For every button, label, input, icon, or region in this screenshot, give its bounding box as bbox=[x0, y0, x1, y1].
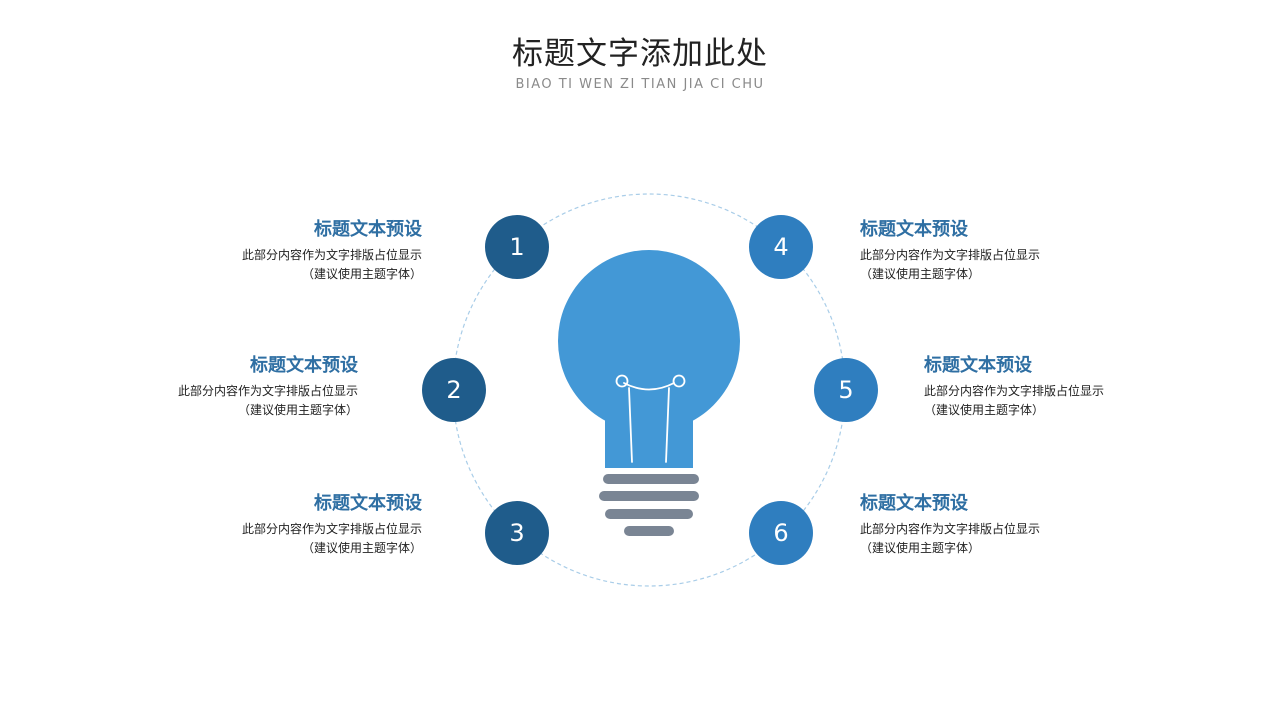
page-subtitle: BIAO TI WEN ZI TIAN JIA CI CHU bbox=[515, 77, 765, 92]
item-description: 此部分内容作为文字排版占位显示 （建议使用主题字体） bbox=[860, 520, 1140, 558]
item-desc-line-1: 此部分内容作为文字排版占位显示 bbox=[241, 522, 422, 536]
item-desc-line-2: （建议使用主题字体） bbox=[860, 541, 981, 555]
item-4: 标题文本预设 此部分内容作为文字排版占位显示 （建议使用主题字体） bbox=[860, 218, 1140, 284]
item-desc-line-2: （建议使用主题字体） bbox=[237, 403, 358, 417]
item-description: 此部分内容作为文字排版占位显示 （建议使用主题字体） bbox=[924, 382, 1204, 420]
number-4: 4 bbox=[773, 233, 788, 261]
page-title: 标题文字添加此处 bbox=[512, 36, 768, 72]
item-desc-line-2: （建议使用主题字体） bbox=[924, 403, 1045, 417]
number-6: 6 bbox=[773, 519, 788, 547]
item-desc-line-1: 此部分内容作为文字排版占位显示 bbox=[177, 384, 358, 398]
number-badge-1: 1 bbox=[485, 215, 549, 279]
item-desc-line-1: 此部分内容作为文字排版占位显示 bbox=[241, 248, 422, 262]
item-desc-line-1: 此部分内容作为文字排版占位显示 bbox=[860, 248, 1041, 262]
item-desc-line-2: （建议使用主题字体） bbox=[301, 267, 422, 281]
number-badge-4: 4 bbox=[749, 215, 813, 279]
item-title: 标题文本预设 bbox=[924, 355, 1032, 376]
item-description: 此部分内容作为文字排版占位显示 （建议使用主题字体） bbox=[142, 520, 422, 558]
item-3: 标题文本预设 此部分内容作为文字排版占位显示 （建议使用主题字体） bbox=[142, 492, 422, 558]
item-description: 此部分内容作为文字排版占位显示 （建议使用主题字体） bbox=[78, 382, 358, 420]
item-5: 标题文本预设 此部分内容作为文字排版占位显示 （建议使用主题字体） bbox=[924, 354, 1204, 420]
item-title: 标题文本预设 bbox=[250, 355, 358, 376]
number-badge-2: 2 bbox=[422, 358, 486, 422]
item-description: 此部分内容作为文字排版占位显示 （建议使用主题字体） bbox=[142, 246, 422, 284]
number-badge-5: 5 bbox=[814, 358, 878, 422]
item-desc-line-2: （建议使用主题字体） bbox=[860, 267, 981, 281]
item-title: 标题文本预设 bbox=[860, 493, 968, 514]
item-description: 此部分内容作为文字排版占位显示 （建议使用主题字体） bbox=[860, 246, 1140, 284]
light-bulb-icon bbox=[558, 250, 740, 536]
item-6: 标题文本预设 此部分内容作为文字排版占位显示 （建议使用主题字体） bbox=[860, 492, 1140, 558]
number-badge-3: 3 bbox=[485, 501, 549, 565]
item-desc-line-1: 此部分内容作为文字排版占位显示 bbox=[860, 522, 1041, 536]
item-desc-line-1: 此部分内容作为文字排版占位显示 bbox=[924, 384, 1105, 398]
item-desc-line-2: （建议使用主题字体） bbox=[301, 541, 422, 555]
item-title: 标题文本预设 bbox=[314, 493, 422, 514]
number-badge-6: 6 bbox=[749, 501, 813, 565]
item-title: 标题文本预设 bbox=[860, 219, 968, 240]
number-2: 2 bbox=[446, 376, 461, 404]
number-5: 5 bbox=[838, 376, 853, 404]
item-title: 标题文本预设 bbox=[314, 219, 422, 240]
number-3: 3 bbox=[509, 519, 524, 547]
number-1: 1 bbox=[509, 233, 524, 261]
item-1: 标题文本预设 此部分内容作为文字排版占位显示 （建议使用主题字体） bbox=[142, 218, 422, 284]
item-2: 标题文本预设 此部分内容作为文字排版占位显示 （建议使用主题字体） bbox=[78, 354, 358, 420]
